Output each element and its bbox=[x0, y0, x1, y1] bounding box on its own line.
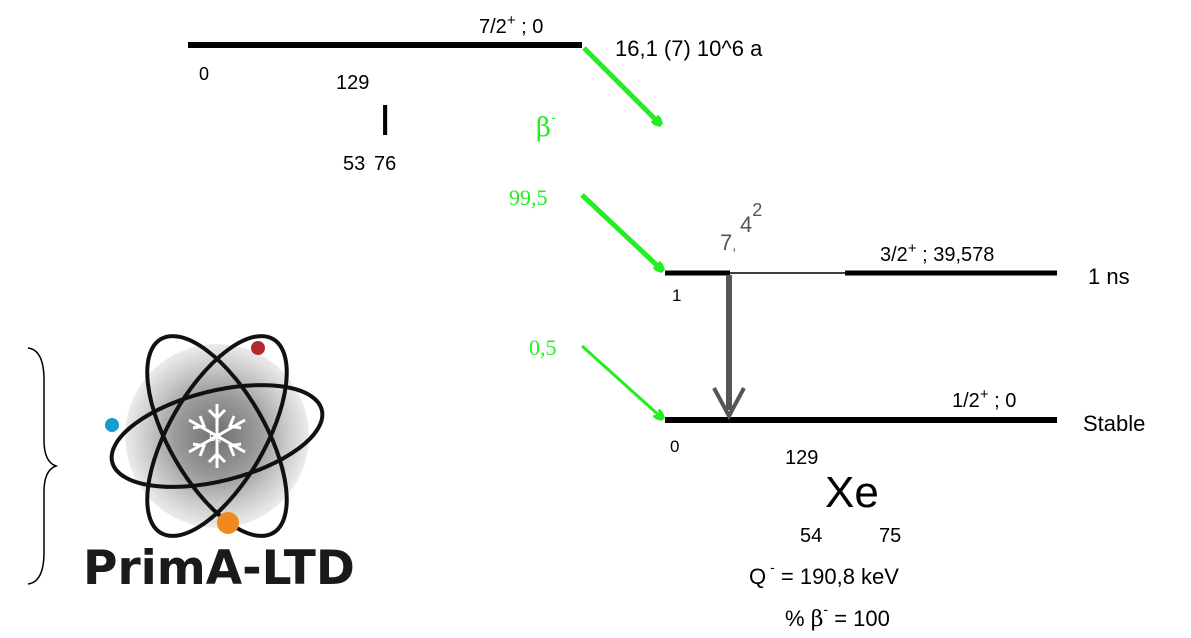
branch-arrow-1 bbox=[580, 193, 662, 270]
ground-level-index: 0 bbox=[670, 437, 679, 456]
electron-blue-icon bbox=[105, 418, 119, 432]
branch-intensity-1: 99,5 bbox=[509, 185, 548, 210]
parent-ground-energy: 0 bbox=[199, 64, 209, 84]
daughter-mass-number: 129 bbox=[785, 447, 818, 469]
parent-proton-number: 53 bbox=[343, 153, 365, 175]
beta-decay-label: β- bbox=[536, 109, 556, 143]
logo-orbit-3 bbox=[145, 334, 289, 538]
daughter-symbol: Xe bbox=[825, 468, 879, 517]
parent-symbol: I bbox=[379, 96, 391, 145]
branch-intensity-2: 0,5 bbox=[529, 335, 557, 360]
prima-ltd-logo: Bq PrimA-LTD bbox=[83, 334, 355, 596]
ground-level-spin: 1/2+ ; 0 bbox=[952, 386, 1016, 412]
beta-percent: % β- = 100 bbox=[785, 601, 890, 632]
ground-level-half-life: Stable bbox=[1083, 411, 1145, 436]
excited-level-spin: 3/2+ ; 39,578 bbox=[880, 240, 994, 266]
logo-mark-text: Bq bbox=[209, 433, 221, 444]
electron-orange-icon bbox=[217, 512, 239, 534]
logo-text: PrimA-LTD bbox=[83, 541, 355, 596]
logo-orbit-2 bbox=[145, 334, 289, 538]
parent-mass-number: 129 bbox=[336, 72, 369, 94]
excited-level-half-life: 1 ns bbox=[1088, 264, 1130, 289]
parent-half-life: 16,1 (7) 10^6 a bbox=[615, 36, 763, 61]
left-brace bbox=[27, 347, 59, 585]
gamma-arrowhead bbox=[712, 387, 746, 421]
electron-red-icon bbox=[251, 341, 265, 355]
parent-level-spin: 7/2+ ; 0 bbox=[479, 12, 543, 38]
logo-orbit-1 bbox=[109, 383, 325, 489]
beta-decay-arrow bbox=[582, 46, 660, 124]
q-value: Q- = 190,8 keV bbox=[749, 559, 899, 589]
branch-arrow-2 bbox=[580, 344, 662, 418]
daughter-proton-number: 54 bbox=[800, 525, 822, 547]
gamma-intensity-label: 7,42 bbox=[720, 200, 762, 255]
excited-level-index: 1 bbox=[672, 286, 681, 305]
snowflake-icon bbox=[188, 404, 246, 468]
parent-neutron-number: 76 bbox=[374, 153, 396, 175]
daughter-neutron-number: 75 bbox=[879, 525, 901, 547]
